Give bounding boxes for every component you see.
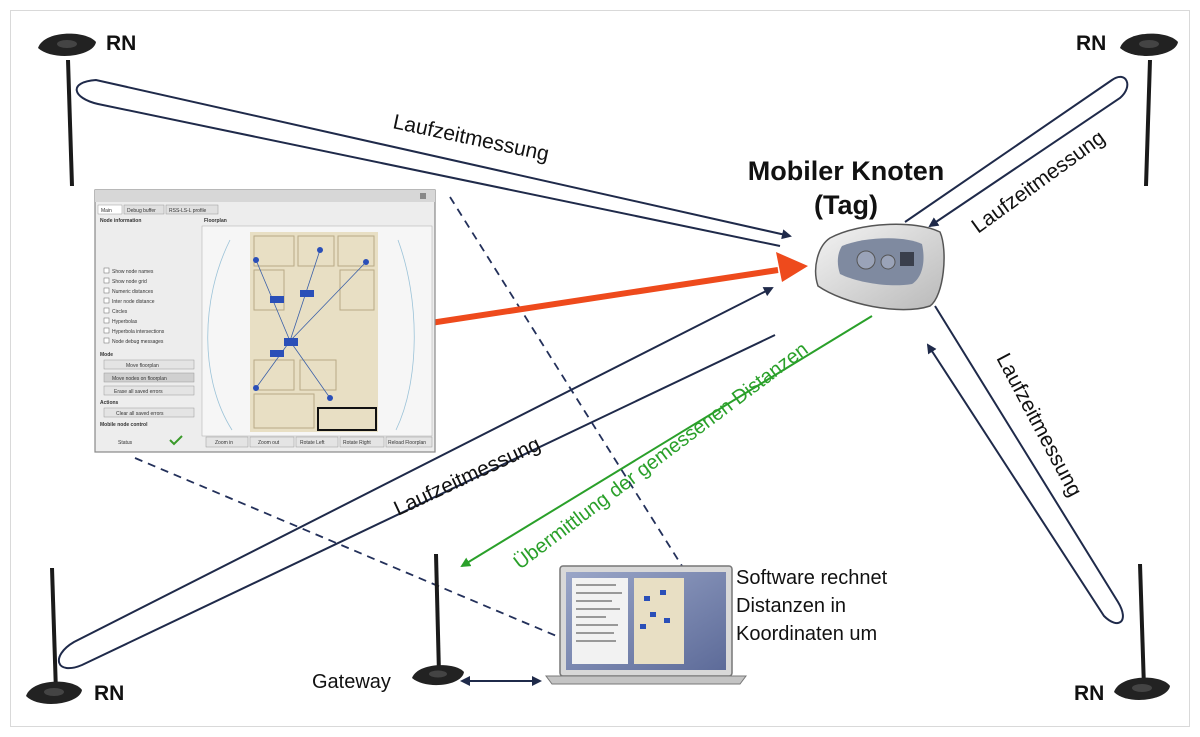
section-node-info: Node information [100, 218, 141, 224]
checkbox-label: Node debug messages [112, 339, 164, 345]
software-text-line1: Software rechnet [736, 567, 888, 589]
rn-label-top-left: RN [106, 32, 136, 55]
zoom-out-button[interactable] [249, 436, 295, 448]
tab-main[interactable] [97, 204, 123, 215]
antenna-icon [38, 33, 96, 186]
tab-debug-buffer[interactable] [123, 204, 165, 215]
checkbox[interactable] [103, 267, 110, 274]
checkbox-label: Numeric distances [112, 289, 154, 295]
section-floorplan: Floorplan [204, 218, 227, 224]
diagram-frame [10, 10, 1190, 727]
checkbox[interactable] [103, 317, 110, 324]
erase-errors-label: Erase all saved errors [114, 389, 163, 395]
tag-title-line2: (Tag) [814, 190, 878, 220]
checkbox-list: Show node names Show node grid Numeric d… [103, 267, 165, 345]
checkbox-label: Hyperbolas [112, 319, 138, 325]
antenna-icon [26, 568, 82, 704]
move-nodes-button[interactable] [103, 372, 195, 383]
move-floorplan-button[interactable] [103, 359, 195, 370]
section-mobile-control: Mobile node control [100, 422, 148, 428]
loop-top-left [75, 78, 792, 247]
loop-top-right [904, 75, 1129, 228]
mobile-tag-device-icon [814, 223, 945, 311]
transfer-label: Übermittlung der gemessenen Distanzen [510, 338, 813, 574]
checkbox[interactable] [103, 327, 110, 334]
tab-rss-profile[interactable] [165, 204, 219, 215]
laufzeit-label-bottom-right: Laufzeitmessung [992, 350, 1087, 501]
checkbox-label: Circles [112, 309, 128, 315]
reload-floorplan-label: Reload Floorplan [388, 440, 426, 446]
gateway-link-arrow [460, 676, 542, 686]
loop-bottom-right [926, 305, 1124, 624]
zoom-out-label: Zoom out [258, 440, 280, 446]
section-mode: Mode [100, 352, 113, 358]
loop-bottom-left [57, 287, 776, 670]
checkbox[interactable] [103, 337, 110, 344]
checkbox[interactable] [103, 287, 110, 294]
laufzeit-label-top-right: Laufzeitmessung [967, 126, 1109, 238]
tag-title-line1: Mobiler Knoten [748, 156, 945, 186]
checkbox[interactable] [103, 297, 110, 304]
software-text-line2: Distanzen in [736, 595, 846, 617]
rn-label-bottom-left: RN [94, 682, 124, 705]
gateway-antenna-icon [412, 554, 464, 686]
section-actions: Actions [100, 400, 119, 406]
rn-label-top-right: RN [1076, 32, 1106, 55]
checkbox[interactable] [103, 307, 110, 314]
rotate-left-button[interactable] [295, 436, 339, 448]
move-nodes-label: Move nodes on floorplan [112, 376, 167, 382]
antenna-icon [1120, 33, 1178, 186]
clear-errors-label: Clear all saved errors [116, 411, 164, 417]
erase-errors-button[interactable] [103, 385, 195, 396]
rotate-right-button[interactable] [339, 436, 385, 448]
zoom-in-label: Zoom in [215, 440, 233, 446]
checkbox-label: Inter node distance [112, 299, 155, 305]
move-floorplan-label: Move floorplan [126, 363, 159, 369]
antenna-icon [1114, 564, 1170, 700]
rotate-left-label: Rotate Left [300, 440, 325, 446]
dashed-lines [134, 196, 683, 641]
zoom-in-button[interactable] [205, 436, 249, 448]
gateway-label: Gateway [312, 671, 391, 693]
rotate-right-label: Rotate Right [343, 440, 371, 446]
transfer-arrow [460, 315, 873, 568]
software-screenshot: Main Debug buffer RSS-LS-L profile Node … [94, 189, 436, 453]
checkbox[interactable] [103, 277, 110, 284]
checkbox-label: Hyperbola intersections [112, 329, 165, 335]
rn-label-bottom-right: RN [1074, 682, 1104, 705]
tab-main-label: Main [101, 208, 112, 214]
status-label: Status [118, 440, 133, 446]
checkbox-label: Show node names [112, 269, 154, 275]
laptop-icon [545, 565, 747, 685]
checkbox-label: Show node grid [112, 279, 147, 285]
tab-debug-buffer-label: Debug buffer [127, 208, 156, 214]
clear-errors-button[interactable] [103, 407, 195, 418]
window-close-icon[interactable] [420, 193, 426, 199]
reload-floorplan-button[interactable] [385, 436, 433, 448]
tab-rss-profile-label: RSS-LS-L profile [169, 208, 207, 214]
laufzeit-label-top-left: Laufzeitmessung [391, 110, 551, 166]
software-text-line3: Koordinaten um [736, 623, 877, 645]
status-check-icon [169, 435, 183, 446]
